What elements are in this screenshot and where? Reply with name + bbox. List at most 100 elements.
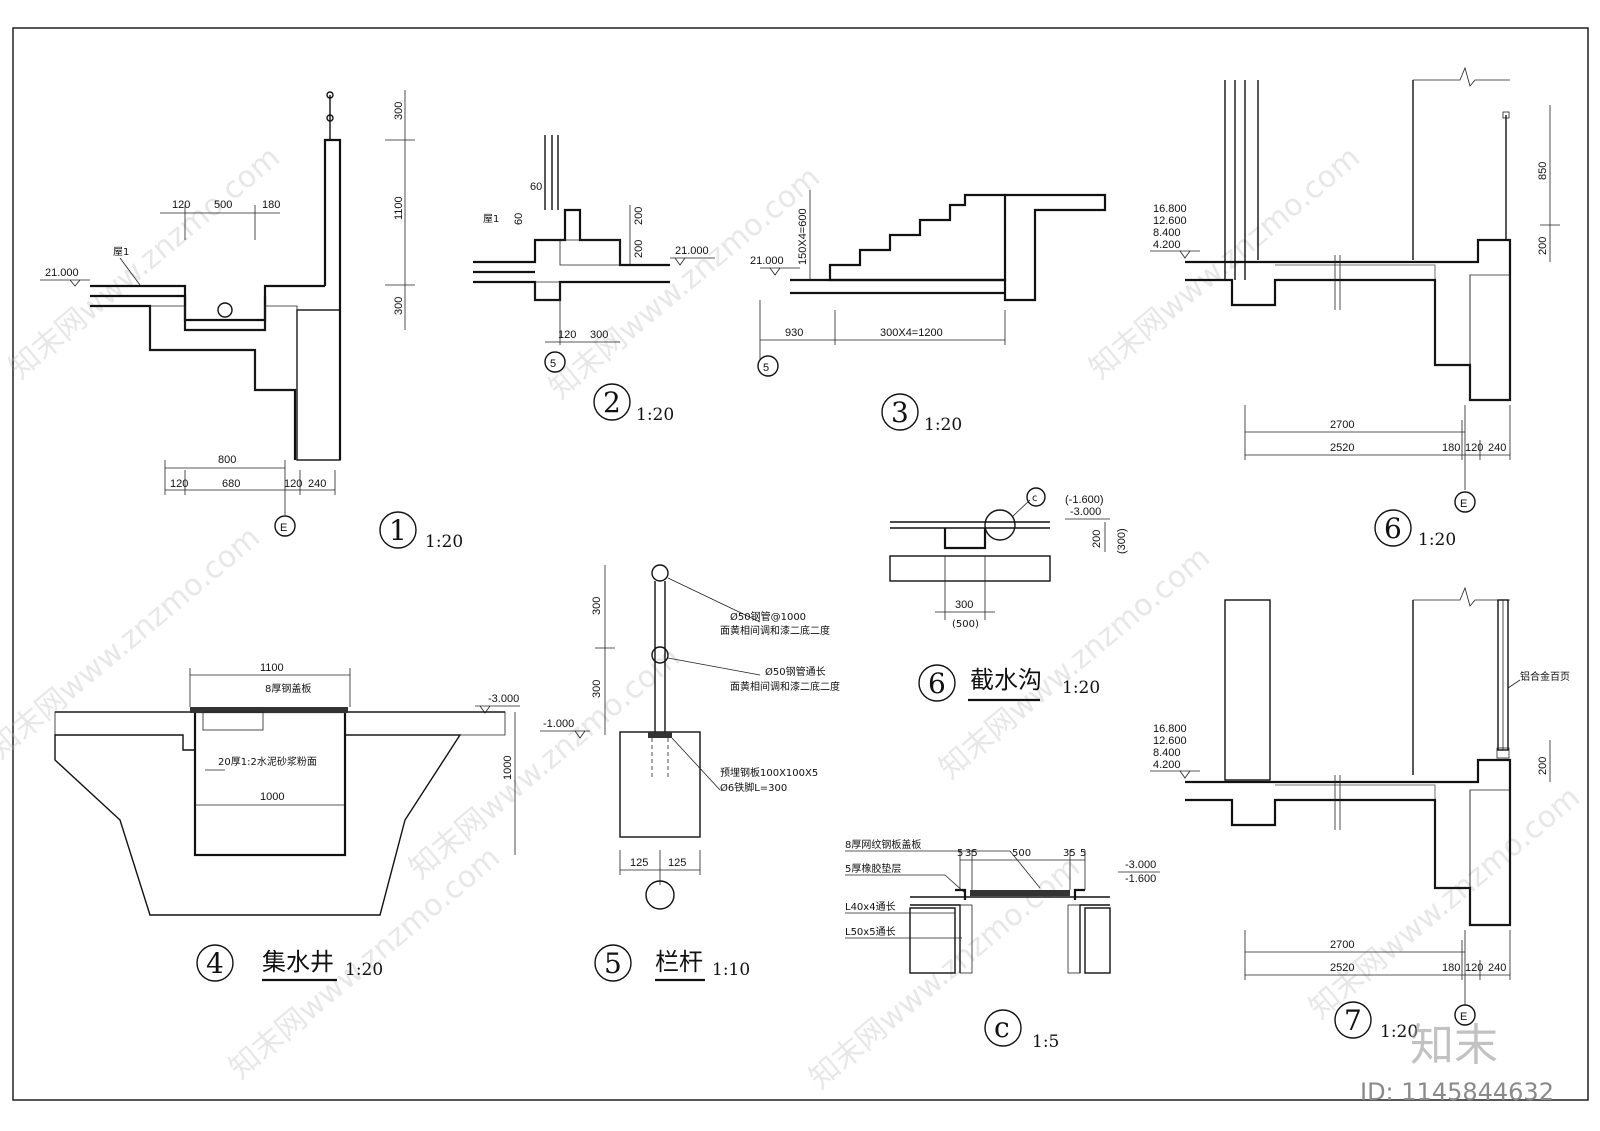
- dim: 35: [965, 848, 978, 859]
- detail-index: c: [994, 1011, 1010, 1044]
- dim: 300: [591, 680, 603, 698]
- detail-index: 7: [1344, 1004, 1362, 1037]
- dim: 2700: [1330, 419, 1354, 431]
- dim: 2520: [1330, 962, 1354, 974]
- detail-5-note: 预埋钢板100X100X5: [720, 766, 818, 779]
- dim: 35: [1063, 848, 1076, 859]
- dim: 300: [590, 329, 608, 341]
- detail-1-elevation: 21.000: [45, 267, 79, 279]
- detail-scale: 1:20: [425, 532, 463, 552]
- watermark: 知末网www.znzmo.com: [403, 640, 687, 886]
- watermark: 知末网www.znzmo.com: [0, 520, 267, 766]
- detail-index: 1: [389, 514, 407, 547]
- elevation: (-1.600): [1065, 494, 1104, 506]
- dim: (300): [1116, 528, 1128, 554]
- elevation: 8.400: [1153, 747, 1181, 759]
- detail-5-note: 面黄相间调和漆二底二度: [730, 680, 840, 693]
- detail-scale: 1:20: [636, 405, 674, 425]
- elevation: 16.800: [1153, 723, 1187, 735]
- detail-scale: 1:20: [924, 415, 962, 435]
- dim: 300X4=1200: [880, 327, 943, 339]
- detail-2: 5 屋1 60 60 200 200 120 300 21.000 2 1:20: [473, 135, 715, 425]
- sheet-border: [12, 27, 1589, 1101]
- dim: 180: [1442, 962, 1460, 974]
- dim: 200: [1537, 757, 1549, 775]
- detail-c-note: L40x4通长: [845, 901, 896, 913]
- detail-index: 4: [206, 947, 224, 980]
- detail-5-note: Ø6铁脚L=300: [720, 781, 787, 794]
- dim: 120: [558, 329, 576, 341]
- dim: 1000: [502, 756, 514, 780]
- detail-3-elevation: 21.000: [750, 255, 784, 267]
- dim: 60: [513, 213, 525, 225]
- dim: 120: [1465, 962, 1483, 974]
- dim: 120: [172, 199, 190, 211]
- dim: 125: [668, 857, 686, 869]
- detail-4-cover: 8厚钢盖板: [265, 682, 311, 695]
- axis-label: E: [1460, 498, 1467, 510]
- detail-scale: 1:5: [1032, 1032, 1059, 1052]
- dim: 300: [955, 599, 973, 611]
- dim: 120: [284, 478, 302, 490]
- dim: 200: [1091, 530, 1103, 548]
- dim: 180: [1442, 442, 1460, 454]
- detail-scale: 1:20: [345, 960, 383, 980]
- dim: 300: [591, 597, 603, 615]
- dim: 120: [170, 478, 188, 490]
- detail-index: 3: [891, 396, 909, 429]
- axis-label: E: [280, 522, 287, 534]
- detail-index: 6: [1384, 512, 1402, 545]
- elevation: -1.600: [1125, 873, 1156, 885]
- dim: 240: [308, 478, 326, 490]
- detail-title: 集水井: [262, 948, 334, 976]
- dim: 300: [393, 102, 405, 120]
- detail-4: 1100 8厚钢盖板 -3.000 1000 20厚1:2水泥砂浆粉面 1000…: [54, 662, 520, 982]
- dim: 800: [218, 454, 236, 466]
- detail-c-note: 5厚橡胶垫层: [845, 862, 901, 875]
- dim: 930: [785, 327, 803, 339]
- dim: 1100: [393, 196, 405, 220]
- ref-label: c: [1032, 493, 1038, 504]
- detail-3: 150X4=600 21.000 930 300X4=1200 5 3 1:20: [750, 190, 1107, 435]
- detail-4-finish: 20厚1:2水泥砂浆粉面: [218, 755, 317, 768]
- detail-7-note: 铝合金百页: [1520, 670, 1570, 683]
- elevation: -3.000: [1125, 859, 1156, 871]
- detail-5-note: 面黄相间调和漆二底二度: [720, 624, 830, 637]
- detail-index: 6: [928, 667, 946, 700]
- elevation: -1.000: [543, 718, 574, 730]
- detail-c-note: L50x5通长: [845, 926, 896, 938]
- elevation: 8.400: [1153, 227, 1181, 239]
- dim: (500): [952, 619, 979, 630]
- detail-6: 16.800 12.600 8.400 4.200 850 200 2700 2…: [1150, 66, 1560, 550]
- dim: 150X4=600: [797, 208, 809, 265]
- detail-5-note: Ø50钢管@1000: [730, 610, 806, 623]
- dim: 240: [1488, 442, 1506, 454]
- dim: 680: [222, 478, 240, 490]
- detail-5-note: Ø50钢管通长: [765, 665, 826, 678]
- detail-scale: 1:10: [712, 960, 750, 980]
- dim: 1100: [260, 662, 284, 674]
- detail-2-layer: 屋1: [483, 213, 499, 225]
- detail-scale: 1:20: [1380, 1022, 1418, 1042]
- dim: 60: [530, 181, 542, 193]
- dim: 2520: [1330, 442, 1354, 454]
- dim: 5: [957, 848, 963, 859]
- dim: 240: [1488, 962, 1506, 974]
- dim: 850: [1537, 162, 1549, 180]
- dim: 500: [1012, 848, 1031, 859]
- dim: 2700: [1330, 939, 1354, 951]
- dim: 200: [633, 207, 645, 225]
- detail-7: 铝合金百页 16.800 12.600 8.400 4.200 200 2700…: [1150, 586, 1570, 1042]
- dim: 1000: [260, 791, 284, 803]
- watermark: 知末网www.znzmo.com: [1303, 780, 1587, 1026]
- axis-label: E: [1460, 1011, 1467, 1023]
- dim: 200: [1537, 237, 1549, 255]
- detail-1-layer: 屋1: [113, 246, 129, 258]
- brand-logo: 知末: [1410, 1020, 1498, 1071]
- detail-6-trench: c (-1.600) -3.000 200 (300) 300 (500) 6 …: [889, 487, 1128, 702]
- detail-c: 5 35 500 35 5 8厚网纹钢板盖板 5厚橡胶垫层 L40x4通长 L5…: [845, 838, 1160, 1052]
- ref-label: 5: [550, 358, 556, 370]
- detail-index: 5: [604, 947, 622, 980]
- ref-label: 5: [763, 362, 769, 374]
